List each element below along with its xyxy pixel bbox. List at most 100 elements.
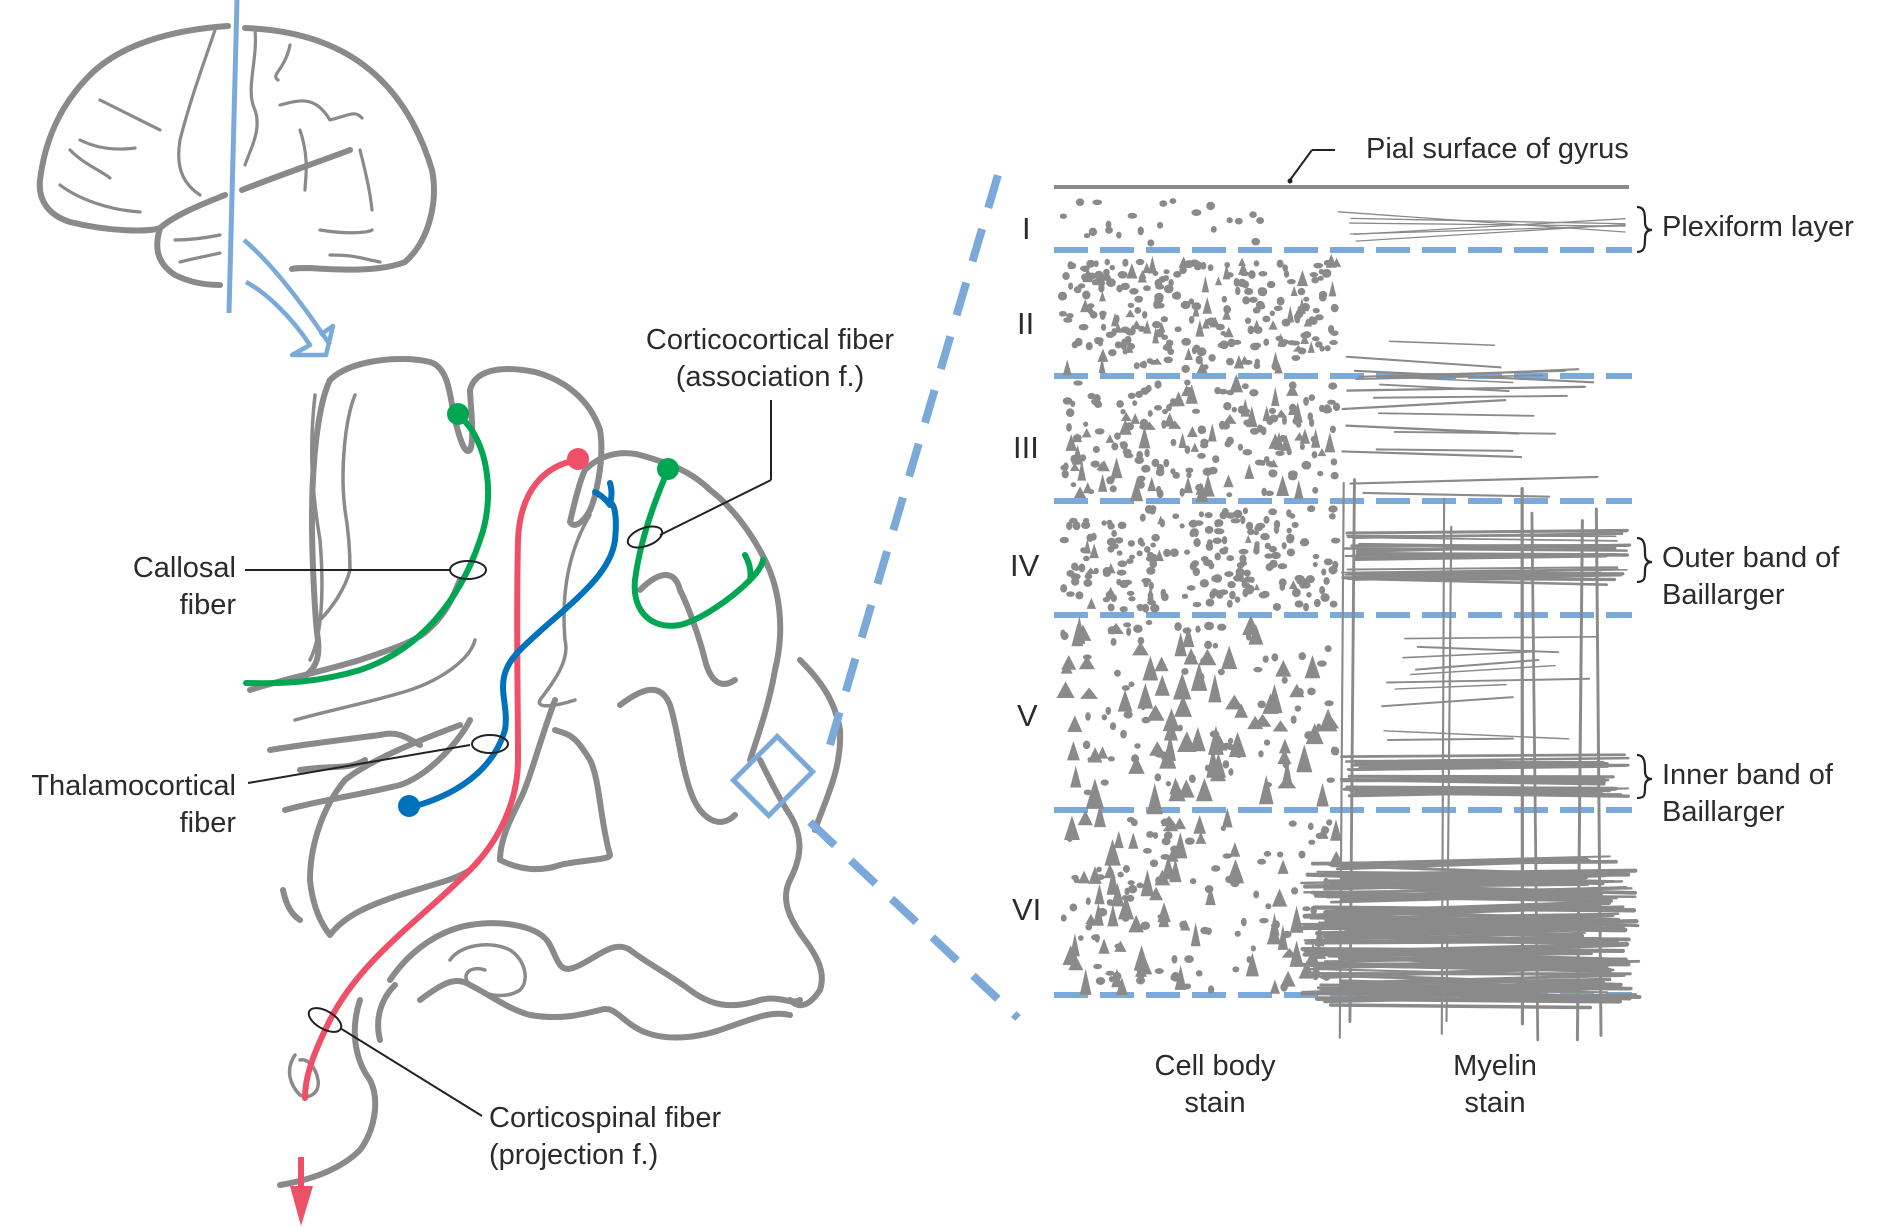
cell-body [1120, 729, 1127, 739]
cell-body [1120, 412, 1132, 421]
cell-body [1121, 685, 1130, 691]
cell-body [1253, 543, 1260, 551]
cell-body [1228, 768, 1234, 776]
cell-body [1316, 782, 1329, 807]
cell-body [1245, 952, 1259, 977]
cell-body [1266, 923, 1282, 945]
cell-body [1088, 227, 1098, 237]
cell-body [1206, 201, 1216, 211]
outer-band-brace-icon [1636, 536, 1653, 584]
thalamocortical-label-line2: fiber [179, 807, 236, 839]
cell-body [1328, 382, 1338, 390]
cell-body [1079, 968, 1092, 995]
myelin-fiber [1354, 760, 1605, 765]
cell-body [1199, 579, 1209, 588]
outer-band-label-line2: Baillarger [1662, 579, 1785, 611]
cell-body [1077, 810, 1093, 826]
zoom-projection-lower [807, 819, 1021, 1021]
cell-body [1160, 588, 1167, 598]
cell-body [1329, 340, 1338, 346]
cell-body [1303, 602, 1309, 612]
cell-body [1311, 451, 1318, 459]
cell-body [1280, 970, 1296, 987]
cell-body [1312, 486, 1319, 494]
cell-body [1152, 326, 1159, 344]
myelin-fiber [1331, 939, 1599, 945]
cell-body [1107, 904, 1119, 927]
cell-body [1185, 384, 1198, 404]
cell-body [1269, 979, 1281, 994]
cell-body [1306, 591, 1312, 598]
cell-body [1190, 922, 1201, 947]
cell-body [1214, 276, 1223, 286]
myelin-fiber [1378, 383, 1510, 392]
thalamocortical-label-line1: Thalamocortical [31, 770, 236, 802]
cell-body [1248, 270, 1256, 279]
cell-body [1234, 930, 1241, 937]
myelin-fiber [1341, 450, 1523, 459]
cell-body [1136, 550, 1143, 557]
cell-body [1093, 567, 1099, 575]
cell-body [1265, 460, 1275, 467]
myelin-fiber [1383, 730, 1570, 740]
cell-body [1238, 257, 1246, 267]
cell-body [1083, 579, 1093, 587]
cell-body [1163, 458, 1170, 468]
cell-body [1116, 231, 1122, 239]
cell-body [1276, 259, 1284, 268]
cell-body [1134, 964, 1148, 977]
cell-body [1201, 275, 1210, 293]
cell-body [1163, 269, 1170, 275]
cell-body [1101, 520, 1107, 526]
layer-numeral-2: II [1017, 306, 1035, 341]
cell-body [1262, 655, 1269, 663]
cell-body [1317, 448, 1327, 457]
cell-body [1111, 328, 1117, 336]
cell-body [1273, 920, 1280, 929]
cell-body [1240, 917, 1247, 927]
cell-body [1204, 525, 1214, 534]
cell-body [1214, 552, 1221, 561]
cell-body [1196, 361, 1208, 374]
cell-body [1161, 334, 1169, 340]
cell-body [1201, 317, 1210, 329]
cell-body [1174, 632, 1187, 657]
cell-body [1243, 576, 1253, 583]
myelin-fiber [1386, 677, 1591, 684]
cell-body [1272, 720, 1289, 732]
cell-body [1269, 414, 1279, 423]
leader-lines [245, 149, 1335, 1117]
cell-body [1097, 340, 1103, 347]
cell-body [1312, 974, 1319, 981]
cell-body [1150, 603, 1160, 613]
cell-body [1281, 416, 1287, 425]
cell-body [1090, 532, 1097, 541]
myelin-fiber [1356, 543, 1632, 553]
lateral-brain-icon [36, 0, 437, 358]
cell-body [1134, 743, 1141, 749]
cell-body [1150, 542, 1156, 548]
cell-body [1141, 577, 1152, 584]
cell-body [1307, 412, 1314, 421]
cell-body [1209, 590, 1216, 599]
cell-body [1290, 715, 1297, 724]
myelin-fiber [1377, 412, 1535, 417]
cell-body [1221, 295, 1228, 303]
cell-body [1202, 297, 1213, 314]
plexiform-layer-label: Plexiform layer [1662, 211, 1854, 243]
myelin-stain-label-line1: Myelin [1453, 1050, 1537, 1082]
cell-body [1128, 884, 1138, 894]
cell-body [1106, 519, 1113, 526]
cell-body [1135, 976, 1146, 985]
myelin-fiber [1338, 977, 1612, 987]
cell-body [1153, 300, 1160, 309]
myelin-fiber [1350, 217, 1626, 225]
cell-body [1152, 357, 1163, 365]
cell-body [1268, 508, 1278, 516]
cell-body [1161, 837, 1171, 846]
cell-body [1303, 396, 1309, 406]
cell-body [1117, 689, 1133, 712]
cell-body [1126, 894, 1135, 902]
cell-body [1242, 280, 1250, 289]
cell-body [1086, 259, 1096, 268]
